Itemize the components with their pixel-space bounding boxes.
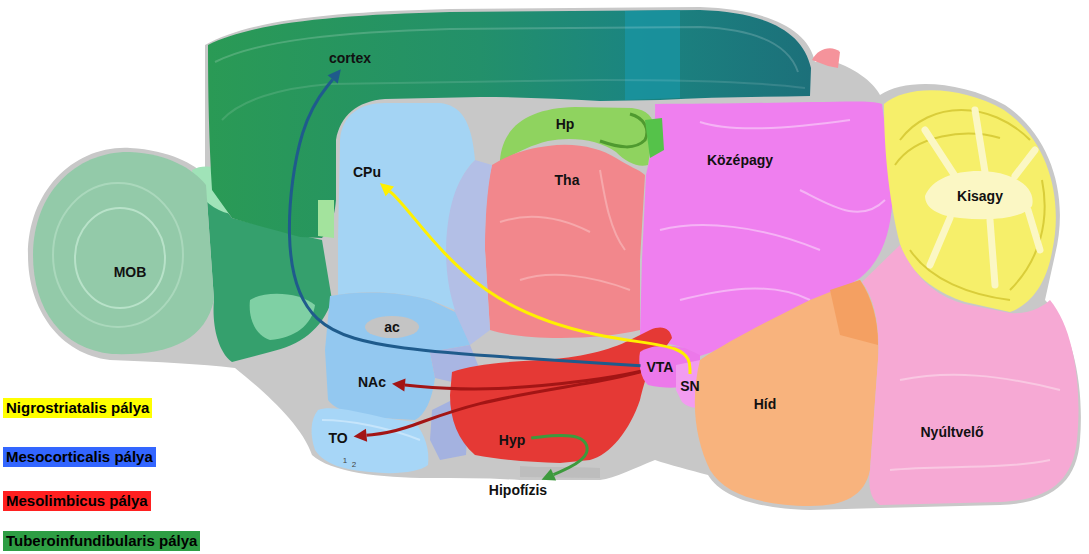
olfactory-bulb-layer	[75, 208, 165, 308]
tubercle-region	[312, 408, 429, 473]
region-node: MOB	[111, 263, 150, 281]
pons-region	[695, 280, 879, 506]
region-node: Kisagy	[954, 187, 1006, 205]
region-node: Hyp	[496, 431, 528, 449]
claustrum-area	[318, 200, 334, 238]
region-name: Híd	[754, 396, 777, 412]
callout-number: 2	[352, 460, 356, 469]
legend-text: Tuberoinfundibularis pálya	[6, 532, 197, 550]
region-name: Hyp	[499, 432, 525, 448]
legend-entry: Tuberoinfundibularis pálya	[3, 531, 200, 551]
hippocampus-layer	[600, 114, 647, 147]
pituitary-stalk	[520, 466, 600, 478]
region-node: Hipofízis	[486, 481, 550, 499]
hypothalamus-region	[450, 328, 672, 463]
arrow-head	[392, 379, 406, 392]
region-name: TO	[328, 430, 347, 446]
region-node: ac	[381, 318, 403, 336]
region-name: SN	[680, 378, 699, 394]
legend-entry: Mesolimbicus pálya	[3, 491, 151, 511]
pathway-line	[390, 191, 690, 374]
medulla-region	[862, 245, 1079, 505]
thalamus-region	[485, 145, 645, 338]
midbrain-subdivision	[660, 225, 820, 250]
region-node: Középagy	[704, 151, 776, 169]
region-node: VTA	[644, 358, 677, 376]
region-node: Tha	[552, 171, 583, 189]
pathway-arrow	[392, 371, 641, 391]
anterior-commissure	[365, 316, 419, 338]
arrow-head	[354, 429, 368, 442]
pathway-line	[289, 79, 640, 365]
brain-silhouette	[28, 7, 1081, 510]
cerebellum-folium	[900, 110, 1030, 140]
legend-text: Nigrostriatalis pálya	[6, 399, 149, 417]
region-name: Hipofízis	[489, 482, 547, 498]
region-name: cortex	[329, 50, 371, 66]
cortex-layer-line	[215, 27, 798, 72]
region-name: Nyúltvelő	[920, 424, 983, 440]
region-node: cortex	[326, 49, 374, 67]
pineal-gland	[812, 48, 840, 68]
pathway-arrow	[531, 435, 587, 480]
region-node: Nyúltvelő	[917, 423, 986, 441]
cortex-strip	[625, 10, 680, 100]
region-name: VTA	[647, 359, 674, 375]
callout-number: 1	[343, 456, 347, 465]
olfactory-bulb-layer	[53, 183, 183, 327]
region-node: Híd	[751, 395, 780, 413]
midbrain-region	[640, 102, 893, 357]
thalamus-subdivision	[500, 217, 590, 232]
thalamus-subdivision	[600, 170, 625, 250]
arrow-head	[542, 469, 557, 481]
arrow-head	[380, 183, 394, 196]
region-name: Hp	[556, 116, 575, 132]
region-name: Középagy	[707, 152, 773, 168]
region-name: Kisagy	[957, 188, 1003, 204]
pathway-arrow	[380, 183, 690, 374]
legend-text: Mesocorticalis pálya	[6, 448, 153, 466]
midbrain-subdivision	[700, 120, 850, 129]
pathway-line	[367, 372, 641, 435]
striatum-region	[338, 103, 475, 310]
region-name: NAc	[358, 374, 386, 390]
midbrain-subdivision	[680, 288, 810, 300]
legend-entry: Mesocorticalis pálya	[3, 447, 156, 467]
region-node: CPu	[350, 163, 384, 181]
region-node: NAc	[355, 373, 389, 391]
legend-entry: Nigrostriatalis pálya	[3, 398, 152, 418]
olfactory-tubercle-area	[250, 294, 315, 340]
cerebellum-white-matter	[925, 110, 1040, 285]
region-name: ac	[384, 319, 400, 335]
midbrain-subdivision	[800, 190, 885, 212]
hippocampus-patch	[645, 118, 664, 158]
region-name: MOB	[114, 264, 147, 280]
region-node: Hp	[553, 115, 578, 133]
legend-text: Mesolimbicus pálya	[6, 492, 148, 510]
olfactory-bulb	[33, 152, 214, 354]
region-name: Tha	[555, 172, 580, 188]
medulla-subdivision	[890, 460, 1050, 470]
pathway-line	[405, 371, 641, 389]
pathway-arrow	[289, 69, 640, 365]
region-node: TO	[325, 429, 350, 447]
medulla-subdivision	[900, 375, 1060, 390]
region-name: CPu	[353, 164, 381, 180]
region-node: SN	[677, 377, 702, 395]
cerebellum-white-matter	[925, 171, 1033, 219]
arrow-head	[328, 69, 341, 83]
pathway-line	[531, 435, 587, 474]
thalamus-subdivision	[520, 275, 630, 290]
pathway-arrow	[354, 372, 641, 442]
